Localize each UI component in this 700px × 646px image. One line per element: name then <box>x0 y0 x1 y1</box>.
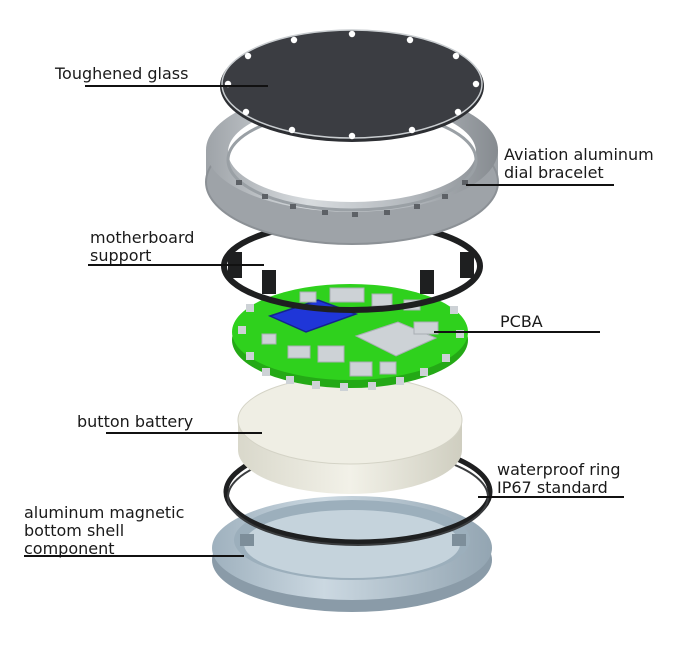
svg-text:component: component <box>24 539 115 558</box>
bottom-shell <box>212 496 492 612</box>
svg-text:Toughened glass: Toughened glass <box>54 64 188 83</box>
label-pcba: PCBA <box>434 312 600 333</box>
label-bottom-shell: aluminum magnetic bottom shell component <box>24 503 244 558</box>
svg-text:PCBA: PCBA <box>500 312 543 331</box>
svg-text:support: support <box>90 246 151 265</box>
label-toughened-glass: Toughened glass <box>54 64 268 87</box>
label-motherboard-support: motherboard support <box>88 228 264 266</box>
svg-text:IP67 standard: IP67 standard <box>497 478 608 497</box>
svg-text:motherboard: motherboard <box>90 228 194 247</box>
svg-text:dial bracelet: dial bracelet <box>504 163 604 182</box>
svg-text:aluminum magnetic: aluminum magnetic <box>24 503 184 522</box>
svg-text:bottom shell: bottom shell <box>24 521 124 540</box>
label-button-battery: button battery <box>77 412 262 434</box>
label-waterproof-ring: waterproof ring IP67 standard <box>478 460 624 498</box>
svg-text:Aviation aluminum: Aviation aluminum <box>504 145 654 164</box>
svg-text:waterproof ring: waterproof ring <box>497 460 621 479</box>
button-battery <box>237 375 463 494</box>
svg-text:button battery: button battery <box>77 412 193 431</box>
label-dial-bracelet: Aviation aluminum dial bracelet <box>466 145 654 186</box>
toughened-glass <box>220 29 484 142</box>
